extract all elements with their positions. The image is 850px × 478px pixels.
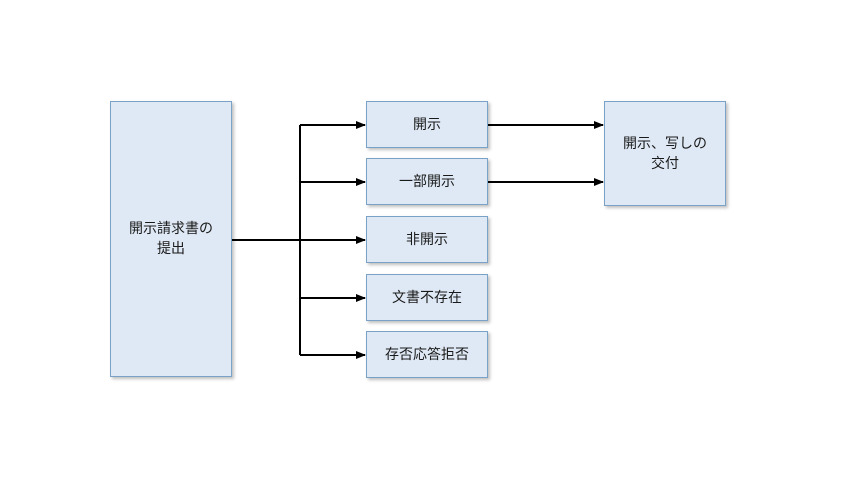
node-refusal-to-confirm: 存否応答拒否 <box>366 331 488 378</box>
node-label: 開示請求書の 提出 <box>129 221 213 257</box>
node-label: 開示 <box>413 116 441 133</box>
node-disclosure-copy-delivery: 開示、写しの 交付 <box>604 101 726 206</box>
node-partial-disclosure: 一部開示 <box>366 158 488 205</box>
node-label: 非開示 <box>406 231 448 248</box>
node-non-disclosure: 非開示 <box>366 216 488 263</box>
node-label: 開示、写しの 交付 <box>623 135 707 172</box>
node-label: 存否応答拒否 <box>385 346 469 363</box>
node-request-submission: 開示請求書の 提出 <box>110 101 232 377</box>
node-label: 一部開示 <box>399 173 455 190</box>
node-document-nonexistent: 文書不存在 <box>366 274 488 321</box>
node-label: 文書不存在 <box>392 289 462 306</box>
node-disclosure: 開示 <box>366 101 488 148</box>
